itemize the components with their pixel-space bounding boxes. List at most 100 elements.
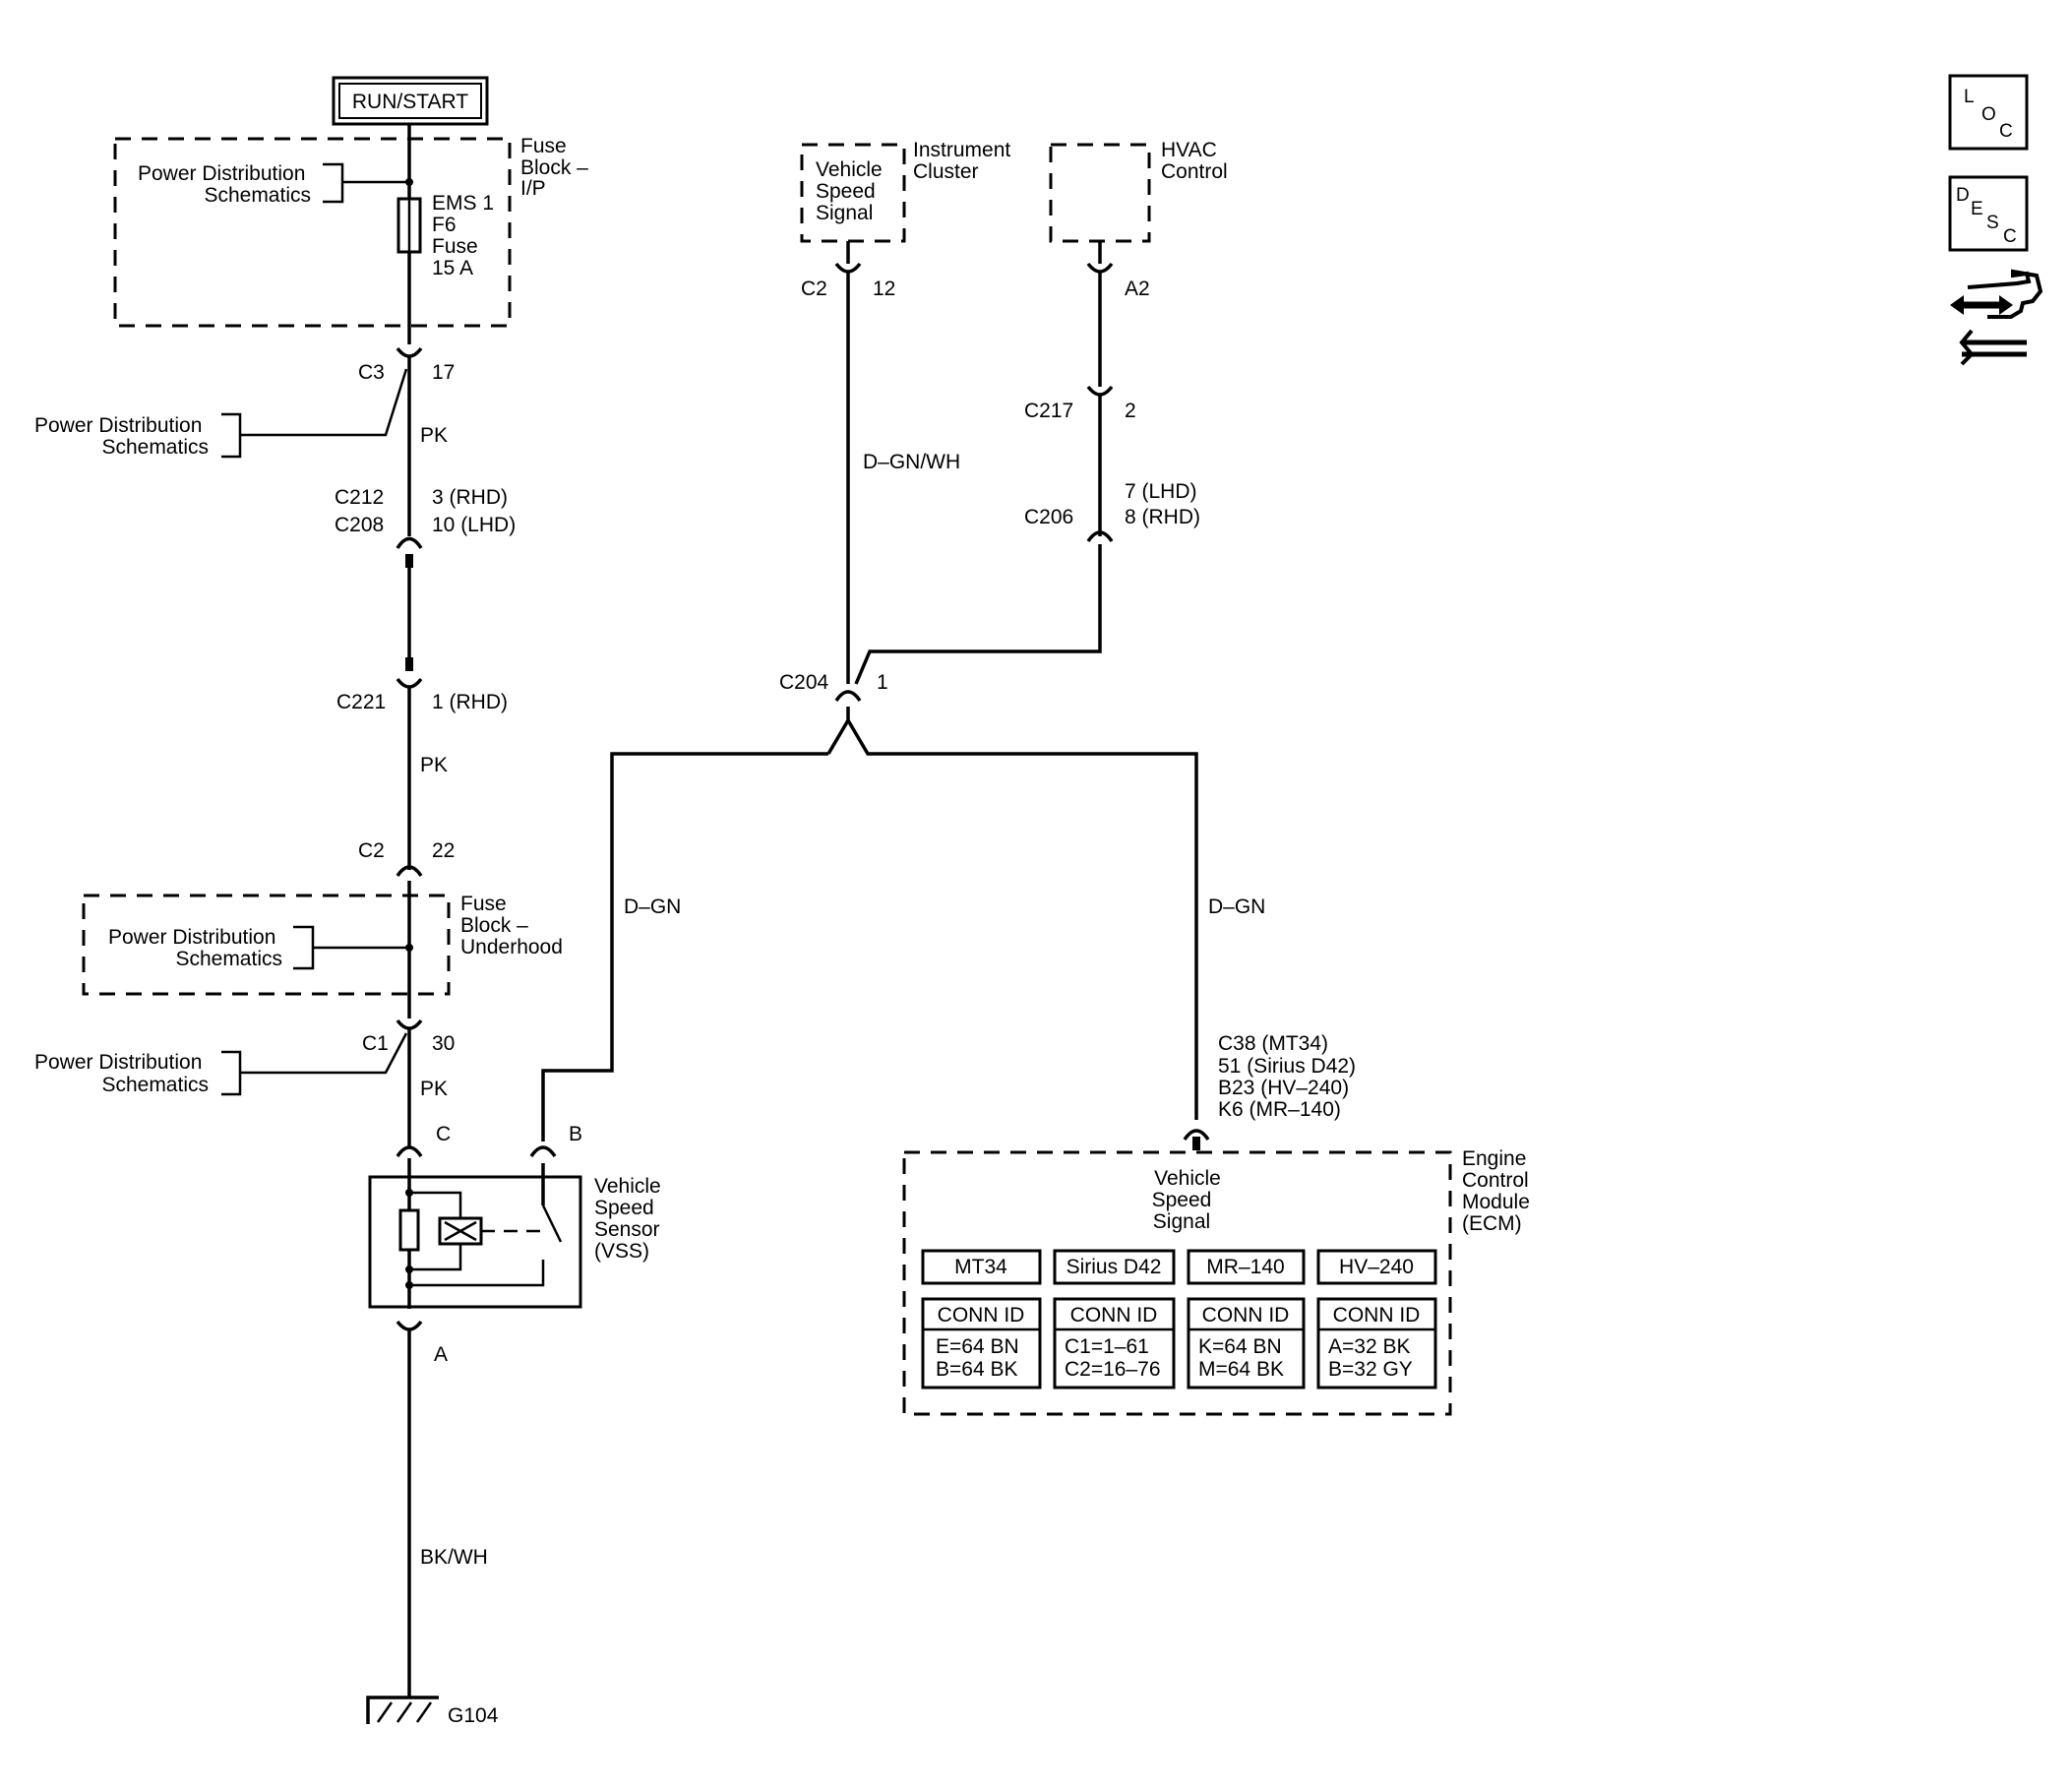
ecm-variant-mt34: MT34 CONN ID E=64 BN B=64 BK bbox=[921, 1249, 1042, 1390]
connector-c1-symbol bbox=[396, 1019, 423, 1030]
wire-color-dgn-right: D–GN bbox=[1208, 896, 1265, 918]
wire-color-pk-2: PK bbox=[420, 754, 448, 776]
vss-label-line3: Sensor bbox=[594, 1218, 660, 1241]
connector-c212-c208-symbol bbox=[396, 536, 423, 549]
power-dist-label-4-line2: Schematics bbox=[101, 1074, 209, 1096]
vss-pin-a: A bbox=[434, 1343, 448, 1366]
ecm-label-line3: Module bbox=[1462, 1191, 1530, 1213]
vss-pin-b: B bbox=[569, 1123, 582, 1145]
c206-label: C206 bbox=[1024, 506, 1073, 528]
c1-label: C1 bbox=[362, 1032, 389, 1055]
fuse-label-line3: Fuse bbox=[432, 235, 478, 258]
c208-label: C208 bbox=[335, 514, 384, 536]
power-dist-bracket-4 bbox=[221, 1050, 242, 1096]
power-dist-label-1-line2: Schematics bbox=[204, 184, 311, 207]
vss-label-line4: (VSS) bbox=[594, 1240, 649, 1263]
c221-label: C221 bbox=[336, 691, 386, 713]
run-start-label-group: RUN/START bbox=[332, 76, 489, 126]
c2-ic-label: C2 bbox=[801, 278, 827, 300]
run-start-label: RUN/START bbox=[352, 91, 468, 113]
c2-ic-pin: 12 bbox=[873, 278, 895, 300]
ecm-signal-line1: Vehicle bbox=[1154, 1167, 1221, 1190]
wire-dgn-to-vss bbox=[541, 752, 828, 1142]
variant-name-box bbox=[1316, 1249, 1437, 1285]
connector-end-view-icon[interactable] bbox=[1950, 269, 2043, 366]
loc-letter-o: O bbox=[1981, 104, 1996, 125]
connector-c221-symbol bbox=[396, 677, 423, 689]
fuse-block-underhood-outline bbox=[82, 894, 451, 996]
fuse-block-ip-line1: Fuse bbox=[520, 135, 567, 157]
c3-pin: 17 bbox=[432, 361, 455, 384]
vss-switch-blade bbox=[541, 1204, 563, 1243]
wire-color-pk-3: PK bbox=[420, 1078, 448, 1100]
ecm-label-line4: (ECM) bbox=[1462, 1212, 1522, 1235]
c2-left-pin: 22 bbox=[432, 839, 455, 862]
a2-pin: A2 bbox=[1125, 278, 1150, 300]
variant-name-box bbox=[1053, 1249, 1176, 1285]
ecm-signal-line2: Speed bbox=[1152, 1189, 1212, 1211]
loc-icon[interactable]: L O C bbox=[1948, 74, 2029, 151]
fuse-block-uh-line3: Underhood bbox=[460, 936, 563, 958]
vss-internal-conn-1 bbox=[409, 1191, 462, 1218]
wire-color-bkwh: BK/WH bbox=[420, 1546, 488, 1569]
power-dist-bracket-2 bbox=[221, 412, 242, 459]
vss-sensor-cross-b bbox=[444, 1220, 477, 1242]
conn-id-1: E=64 BN bbox=[936, 1335, 1019, 1358]
vss-splice-dot bbox=[405, 1281, 413, 1289]
ecm-pin-51: 51 (Sirius D42) bbox=[1218, 1055, 1356, 1078]
hvac-line1: HVAC bbox=[1161, 139, 1217, 161]
fuse-label-line2: F6 bbox=[432, 214, 457, 236]
vss-pin-c: C bbox=[436, 1123, 451, 1145]
variant-name-box bbox=[1187, 1249, 1306, 1285]
connector-vss-b-symbol bbox=[529, 1145, 557, 1158]
connector-c212-male-end bbox=[405, 554, 413, 568]
ic-signal-line2: Speed bbox=[816, 180, 876, 203]
c204-label: C204 bbox=[779, 671, 829, 694]
conn-id-box bbox=[921, 1297, 1042, 1390]
ecm-variant-sirius-d42: Sirius D42 CONN ID C1=1–61 C2=16–76 bbox=[1053, 1249, 1176, 1390]
run-start-inner-box bbox=[338, 83, 482, 119]
wire-dgn-to-ecm bbox=[846, 719, 1198, 1120]
ecm-outline bbox=[902, 1150, 1452, 1416]
fuse-block-ip-line3: I/P bbox=[520, 177, 546, 200]
connector-c217-symbol bbox=[1086, 385, 1114, 397]
connector-c3-symbol bbox=[396, 346, 423, 358]
variant-name: MT34 bbox=[954, 1256, 1007, 1278]
conn-id-1: A=32 BK bbox=[1328, 1335, 1410, 1358]
fuse-block-ip-outline bbox=[113, 137, 512, 328]
fuse-label-line4: 15 A bbox=[432, 257, 473, 279]
connector-c2-ic-symbol bbox=[834, 262, 862, 274]
c217-pin: 2 bbox=[1125, 400, 1136, 422]
c1-pin: 30 bbox=[432, 1032, 455, 1055]
conn-id-heading: CONN ID bbox=[938, 1304, 1025, 1327]
vss-internal-conn-2 bbox=[409, 1244, 462, 1271]
vehicle-speed-signal-ic-box bbox=[800, 143, 906, 243]
desc-icon[interactable]: D E S C bbox=[1948, 175, 2029, 252]
ground-symbol bbox=[366, 1696, 439, 1724]
c208-pin: 10 (LHD) bbox=[432, 514, 516, 536]
c204-pin: 1 bbox=[877, 671, 888, 694]
variant-name-box bbox=[921, 1249, 1042, 1285]
vss-coil-symbol bbox=[398, 1208, 420, 1252]
fuse-block-uh-line1: Fuse bbox=[460, 893, 507, 915]
ecm-pin-b23: B23 (HV–240) bbox=[1218, 1077, 1349, 1099]
vss-splice-dot-3 bbox=[405, 1189, 413, 1197]
ecm-signal-line3: Signal bbox=[1153, 1210, 1210, 1233]
wire-color-pk-1: PK bbox=[420, 424, 448, 447]
vss-splice-dot-2 bbox=[405, 1266, 413, 1273]
conn-id-box bbox=[1316, 1297, 1437, 1390]
instrument-cluster-line1: Instrument bbox=[913, 139, 1010, 161]
desc-letter-e: E bbox=[1971, 199, 1983, 219]
conn-id-2: B=64 BK bbox=[936, 1358, 1017, 1381]
ecm-variant-mr-140: MR–140 CONN ID K=64 BN M=64 BK bbox=[1187, 1249, 1306, 1390]
variant-name: MR–140 bbox=[1206, 1256, 1284, 1278]
conn-id-box bbox=[1053, 1297, 1176, 1390]
conn-id-2: M=64 BK bbox=[1198, 1358, 1284, 1381]
ecm-pin-k6: K6 (MR–140) bbox=[1218, 1098, 1341, 1121]
connector-a2-symbol bbox=[1086, 262, 1114, 274]
conn-id-1: K=64 BN bbox=[1198, 1335, 1282, 1358]
connector-vss-c-symbol bbox=[396, 1145, 423, 1158]
power-dist-label-1-line1: Power Distribution bbox=[138, 162, 305, 185]
wire-hvac-to-c204 bbox=[854, 544, 1102, 685]
